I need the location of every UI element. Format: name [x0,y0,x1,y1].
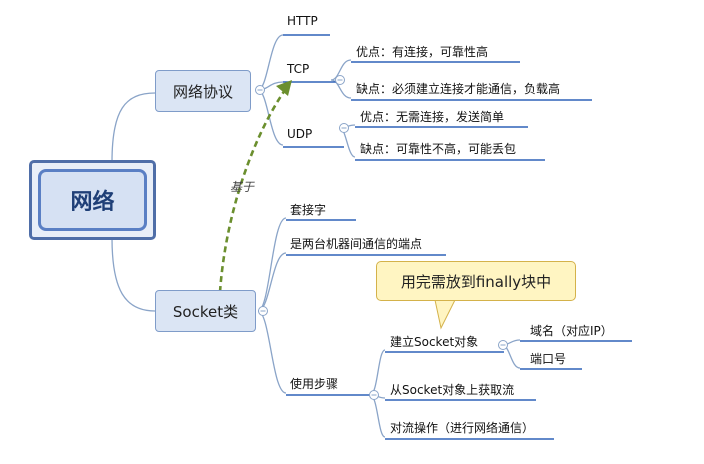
subtopic-port-number[interactable]: 端口号 [530,352,567,366]
central-topic-label: 网络 [38,169,147,231]
callout-note[interactable]: 用完需放到finally块中 [376,261,576,301]
subtopic-tcp[interactable]: TCP [287,62,310,76]
topic-network-protocol-label: 网络协议 [172,82,233,101]
topic-socket-class-label: Socket类 [172,302,239,321]
connector-root-socket [111,237,156,312]
subtopic-http[interactable]: HTTP [287,14,318,28]
subtopic-socket-desc[interactable]: 是两台机器间通信的端点 [290,237,423,251]
callout-pointer [434,299,456,330]
subtopic-tcp-cons[interactable]: 缺点：必须建立连接才能通信，负载高 [356,82,561,96]
subtopic-udp-cons[interactable]: 缺点：可靠性不高，可能丢包 [360,142,517,156]
collapse-toggle-udp[interactable] [339,123,349,133]
subtopic-operate-stream[interactable]: 对流操作（进行网络通信） [390,421,535,435]
subtopic-domain-name[interactable]: 域名（对应IP） [530,324,613,338]
subtopic-tcp-pros[interactable]: 优点：有连接，可靠性高 [356,45,489,59]
collapse-toggle-create[interactable] [498,340,508,350]
collapse-toggle-socket[interactable] [258,306,268,316]
relationship-label: 基于 [230,180,255,194]
topic-network-protocol[interactable]: 网络协议 [155,70,251,112]
subtopic-usage-steps[interactable]: 使用步骤 [290,377,339,391]
subtopic-get-stream[interactable]: 从Socket对象上获取流 [390,383,515,397]
connector-root-protocol [111,92,156,163]
central-topic[interactable]: 网络 [29,160,156,240]
subtopic-udp-pros[interactable]: 优点：无需连接，发送简单 [360,110,505,124]
collapse-toggle-protocol[interactable] [255,85,265,95]
collapse-toggle-tcp[interactable] [335,75,345,85]
collapse-toggle-steps[interactable] [369,390,379,400]
topic-socket-class[interactable]: Socket类 [155,290,256,332]
subtopic-create-socket[interactable]: 建立Socket对象 [390,335,479,349]
subtopic-socket-alias[interactable]: 套接字 [290,203,327,217]
relationship-arrow [218,86,289,293]
callout-note-text: 用完需放到finally块中 [400,272,552,291]
subtopic-udp[interactable]: UDP [287,127,313,141]
relationship-arrowhead [276,80,292,96]
